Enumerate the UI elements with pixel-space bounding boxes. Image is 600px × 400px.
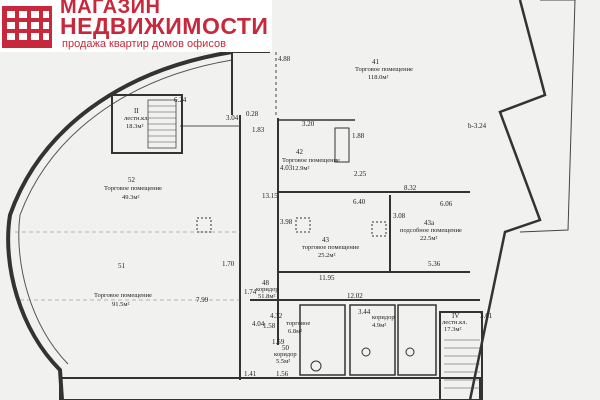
room-area: 118.0м² — [368, 74, 389, 81]
outer-wall-inner — [18, 59, 233, 365]
dimension-label: 1.70 — [222, 260, 235, 268]
room-area: 12.9м² — [292, 165, 310, 172]
dimension-label: 1.41 — [244, 370, 257, 378]
room-name: торговое — [286, 320, 311, 327]
dimension-label: 7.99 — [196, 296, 209, 304]
room-area: 22.5м² — [420, 235, 438, 242]
dimension-label: 4.03 — [280, 164, 293, 172]
room-number: 41 — [372, 58, 379, 66]
room-number: 42 — [296, 148, 303, 156]
dimension-label: 13.15 — [262, 192, 278, 200]
room-area: 5.5м² — [276, 358, 291, 365]
dimension-label: 4.88 — [278, 55, 291, 63]
dimension-label: 1.88 — [352, 132, 365, 140]
room-area: 25.2м² — [318, 252, 336, 259]
dimension-label: 3.08 — [393, 212, 406, 220]
dimension-label: 3.44 — [358, 308, 371, 316]
brand-tagline: продажа квартир домов офисов — [62, 38, 226, 50]
room-area: 4.9м² — [372, 322, 387, 329]
room-name: коридор — [274, 351, 297, 358]
room-name: Торговое помещение — [104, 185, 162, 192]
dimension-label: 5.36 — [428, 260, 441, 268]
brand-banner: МАГАЗИН НЕДВИЖИМОСТИ продажа квартир дом… — [0, 0, 272, 52]
dimension-label: 4.04 — [252, 320, 265, 328]
room-number: 48 — [262, 279, 269, 287]
room-number: 43 — [322, 236, 329, 244]
dimension-label: 4.32 — [270, 312, 283, 320]
room-area: 17.3м² — [444, 326, 462, 333]
dimension-label: 1.58 — [263, 322, 276, 330]
dimension-label: b-3.24 — [468, 122, 487, 130]
dimension-label: 11.95 — [319, 274, 335, 282]
brand-title-line2: НЕДВИЖИМОСТИ — [60, 13, 269, 39]
dimension-label: 8.32 — [404, 184, 417, 192]
dimension-label: 0.28 — [246, 110, 259, 118]
room-area: 6.8м² — [288, 328, 303, 335]
room-area: 51.8м² — [258, 293, 276, 300]
room-number: IV — [452, 312, 460, 320]
room-area: 49.3м² — [122, 194, 140, 201]
dimension-label: 1.56 — [276, 370, 289, 378]
dimension-label: 3.04 — [226, 114, 239, 122]
building-logo-icon — [2, 6, 52, 48]
room-name: Торговое помещение — [355, 66, 413, 73]
room-name: лестн.кл. — [442, 319, 468, 326]
dimension-label: 3.98 — [280, 218, 293, 226]
room-area: 91.5м² — [112, 301, 130, 308]
outer-wall — [6, 50, 233, 400]
room-number: 51 — [118, 262, 125, 270]
right-wall-outer — [519, 0, 576, 233]
dimension-label: 6.40 — [353, 198, 366, 206]
dimension-label: 2.25 — [354, 170, 367, 178]
dimension-label: 1.59 — [272, 338, 285, 346]
dimension-label: 12.02 — [347, 292, 363, 300]
room-number: 50 — [282, 344, 289, 352]
room-area: 18.3м² — [126, 123, 144, 130]
dimension-label: 3.61 — [480, 312, 493, 320]
dimension-label: 6.24 — [174, 96, 187, 104]
dimension-label: 1.74 — [244, 288, 257, 296]
room-number: 43а — [424, 219, 435, 227]
room-name: Торговое помещение — [94, 292, 152, 299]
stairwell-ii — [111, 94, 183, 154]
stairwell-iv — [439, 311, 483, 400]
room-name: лестн.кл. — [124, 115, 150, 122]
right-wall — [468, 0, 547, 400]
brand-title-line1: МАГАЗИН — [60, 0, 161, 18]
room-number: II — [134, 107, 139, 115]
dimension-label: 6.06 — [440, 200, 453, 208]
room-name: Торговое помещение — [282, 157, 340, 164]
room-number: 52 — [128, 176, 135, 184]
dimension-label: 1.83 — [252, 126, 265, 134]
room-name: коридор — [372, 314, 395, 321]
room-name: коридор — [256, 286, 279, 293]
dimension-label: 3.20 — [302, 120, 315, 128]
room-name: торговое помещение — [302, 244, 360, 251]
room-name: подсобное помещение — [400, 227, 462, 234]
